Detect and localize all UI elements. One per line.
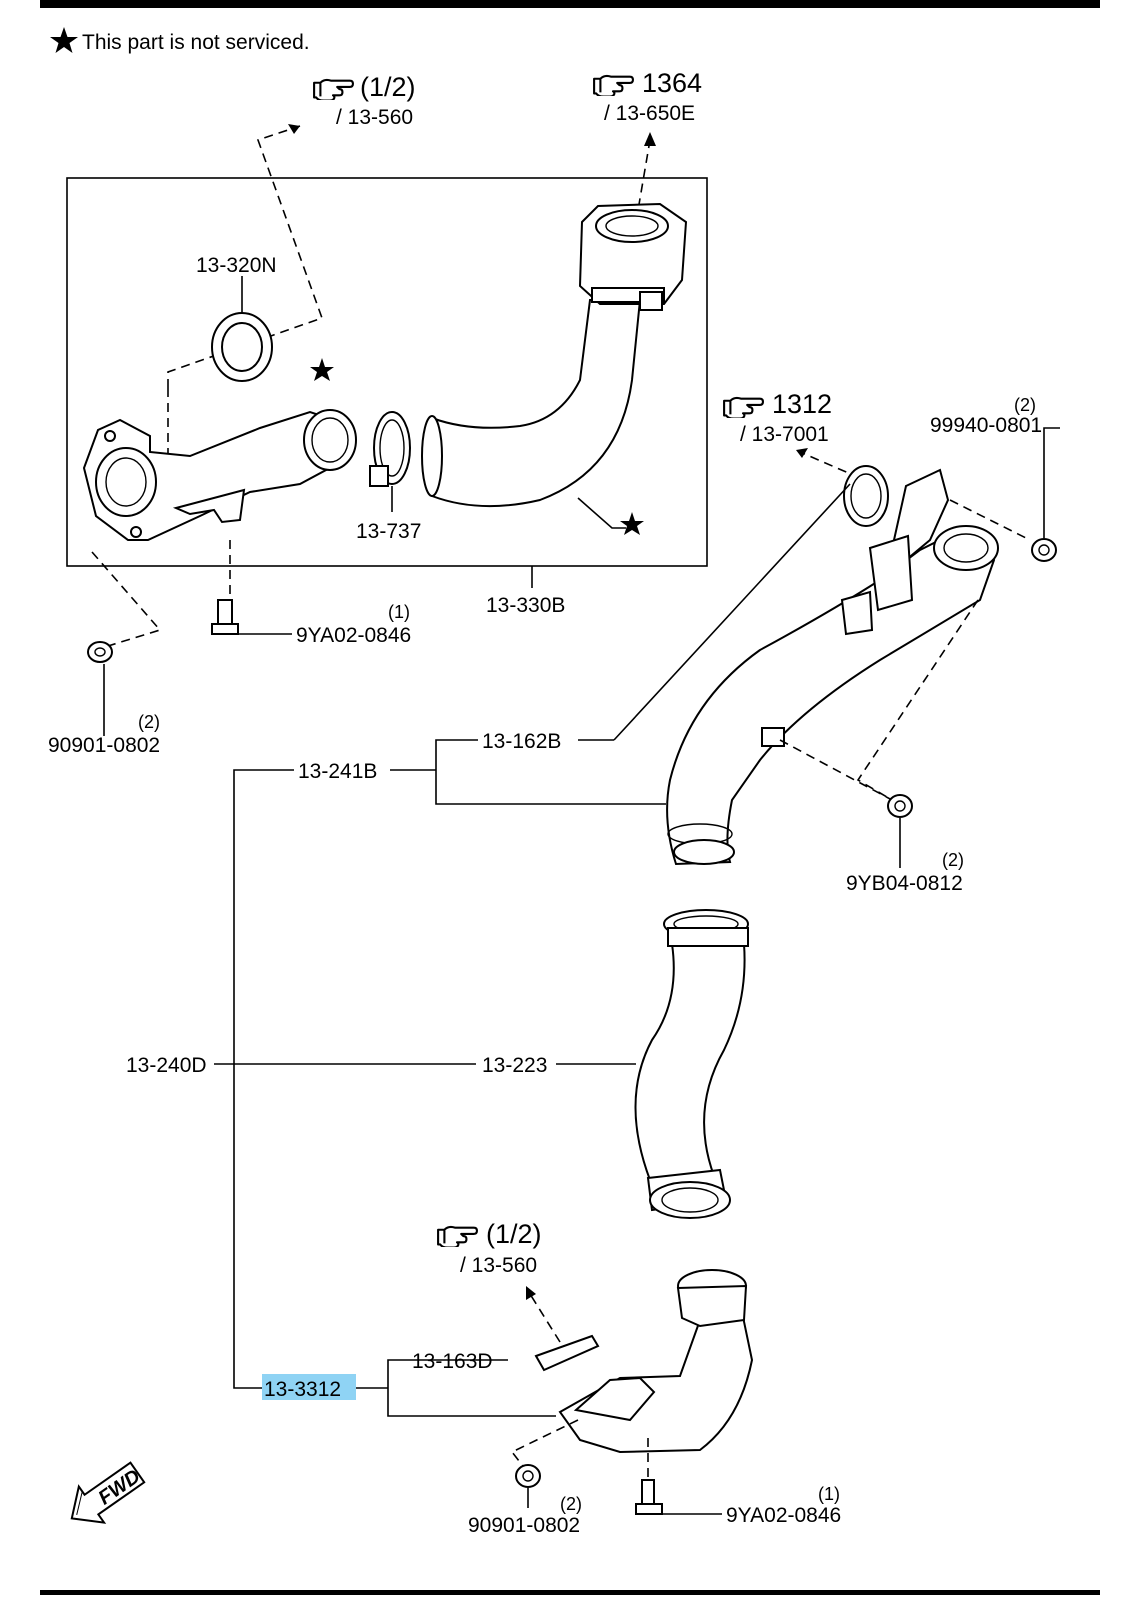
arrowhead bbox=[644, 132, 656, 146]
arrowhead bbox=[288, 124, 300, 134]
ref-fig: / 13-560 bbox=[460, 1254, 537, 1277]
charge-pipe-13-162B bbox=[666, 468, 999, 866]
qty-9YA02-0846-bottom: (1) bbox=[818, 1484, 840, 1504]
ref-page: 1312 bbox=[772, 389, 832, 419]
ref-top-right[interactable]: 1364 / 13-650E bbox=[593, 68, 702, 125]
leader-nut-top bbox=[91, 551, 162, 647]
assembly-box-13-330B bbox=[66, 177, 708, 567]
nut-9YB04-0812 bbox=[887, 794, 913, 818]
leader-162B-to-gasket bbox=[613, 483, 851, 741]
bolt-9YA02-0846-top bbox=[211, 599, 239, 635]
arrowhead bbox=[796, 448, 808, 458]
label-13-163D: 13-163D bbox=[412, 1350, 493, 1373]
label-90901-0802-top: 90901-0802 bbox=[48, 734, 160, 757]
ref-page: 1364 bbox=[642, 68, 702, 98]
label-13-241B: 13-241B bbox=[298, 760, 377, 783]
label-13-3312[interactable]: 13-3312 bbox=[264, 1378, 341, 1401]
pointing-hand-icon bbox=[723, 396, 764, 418]
flange-pipe bbox=[82, 409, 357, 541]
label-9YA02-0846-top: 9YA02-0846 bbox=[296, 624, 411, 647]
gasket-13-163D bbox=[534, 1334, 600, 1372]
not-serviced-note: This part is not serviced. bbox=[50, 27, 310, 54]
label-13-223: 13-223 bbox=[482, 1054, 547, 1077]
label-13-737: 13-737 bbox=[356, 520, 421, 543]
label-99940-0801: 99940-0801 bbox=[930, 414, 1042, 437]
label-13-162B: 13-162B bbox=[482, 730, 561, 753]
label-13-330B: 13-330B bbox=[486, 594, 565, 617]
arrowhead bbox=[526, 1286, 536, 1300]
star-icon bbox=[620, 512, 644, 535]
gasket-ring bbox=[843, 465, 889, 527]
not-serviced-text: This part is not serviced. bbox=[82, 31, 310, 54]
pointing-hand-icon bbox=[593, 74, 634, 96]
nut-90901-0802-bottom bbox=[515, 1464, 541, 1488]
bottom-border bbox=[40, 1590, 1100, 1595]
bracket-13-241B bbox=[435, 739, 666, 805]
qty-9YB04-0812: (2) bbox=[942, 850, 964, 870]
ref-mid-right[interactable]: 1312 / 13-7001 bbox=[723, 389, 832, 446]
pointing-hand-icon bbox=[313, 78, 354, 100]
top-border bbox=[40, 0, 1100, 8]
leader-star-hose bbox=[577, 497, 626, 529]
label-13-320N: 13-320N bbox=[196, 254, 277, 277]
qty-9YA02-0846-top: (1) bbox=[388, 602, 410, 622]
bent-hose-upper bbox=[421, 202, 688, 508]
ref-fig: / 13-7001 bbox=[740, 423, 829, 446]
label-9YB04-0812: 9YB04-0812 bbox=[846, 872, 963, 895]
leader-nut-right-mid bbox=[779, 739, 893, 801]
leader-ref-mid-right bbox=[799, 451, 861, 479]
ref-page: (1/2) bbox=[486, 1219, 542, 1249]
qty-99940-0801: (2) bbox=[1014, 395, 1036, 415]
leader-ref-top-left bbox=[167, 125, 324, 388]
pointing-hand-icon bbox=[437, 1225, 478, 1247]
ref-fig: / 13-650E bbox=[604, 102, 695, 125]
leader-nut-bottom bbox=[510, 1419, 579, 1471]
nut-99940-0801 bbox=[1031, 538, 1057, 562]
highlight-13-3312 bbox=[262, 1374, 356, 1400]
leader-ref-bottom bbox=[529, 1293, 561, 1343]
nut-90901-0802-top bbox=[87, 641, 113, 663]
star-icon bbox=[310, 358, 334, 381]
label-90901-0802-bottom: 90901-0802 bbox=[468, 1514, 580, 1537]
qty-90901-0802-top: (2) bbox=[138, 712, 160, 732]
bolt-9YA02-0846-bottom bbox=[635, 1479, 663, 1515]
label-9YA02-0846-bottom: 9YA02-0846 bbox=[726, 1504, 841, 1527]
fwd-arrow-icon: FWD bbox=[70, 1461, 146, 1524]
ref-fig: / 13-560 bbox=[336, 106, 413, 129]
label-13-240D: 13-240D bbox=[126, 1054, 207, 1077]
leader-99940-0801 bbox=[1043, 427, 1060, 538]
bracket-13-240D bbox=[233, 769, 294, 1389]
clamp-13-737 bbox=[369, 411, 411, 487]
o-ring-13-320N bbox=[211, 312, 273, 382]
ref-top-left[interactable]: (1/2) / 13-560 bbox=[313, 72, 416, 129]
ref-page: (1/2) bbox=[360, 72, 416, 102]
pipe-13-163D bbox=[558, 1269, 754, 1454]
ref-bottom[interactable]: (1/2) / 13-560 bbox=[437, 1219, 542, 1277]
hose-13-223 bbox=[634, 909, 749, 1219]
star-icon bbox=[50, 27, 78, 53]
qty-90901-0802-bottom: (2) bbox=[560, 1494, 582, 1514]
